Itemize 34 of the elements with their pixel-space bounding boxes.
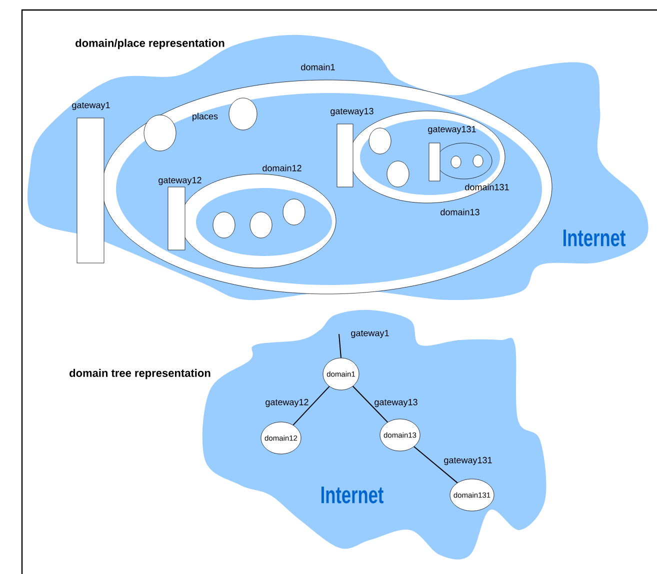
edge-label: gateway1 [351, 330, 389, 338]
connector-line [352, 386, 388, 423]
place-circle [144, 114, 176, 152]
section-heading: domain tree representation [70, 368, 210, 380]
place-circle [250, 212, 272, 238]
node-label: domain12 [262, 164, 302, 172]
edge-label: gateway13 [374, 398, 418, 408]
place-circle [212, 212, 236, 238]
place-circle [472, 154, 484, 168]
place-circle [368, 128, 392, 154]
gateway-box: gateway13 [330, 108, 374, 188]
network-label: Internet [563, 230, 626, 246]
place-circle [386, 160, 410, 188]
connector-line [292, 386, 330, 426]
connector-line [338, 334, 342, 358]
gateway-box: gateway12 [158, 176, 202, 250]
edge-label: gateway12 [266, 398, 308, 408]
node-label: gateway13 [330, 108, 374, 116]
network-label: Internet [321, 486, 384, 504]
section-heading: domain/place representation [76, 38, 224, 50]
node-label: domain131 [465, 184, 509, 190]
place-circle [228, 98, 258, 130]
node-label: gateway1 [72, 102, 110, 110]
gateway-box: gateway131 [428, 126, 476, 182]
node-label: gateway131 [428, 126, 476, 134]
edge-label: gateway131 [444, 456, 492, 466]
connector-line [414, 446, 458, 484]
gateway-box: gateway1 [72, 102, 110, 264]
text-label: places [192, 112, 218, 122]
place-circle [450, 156, 462, 168]
node-label: domain13 [440, 208, 480, 216]
node-label: gateway12 [158, 176, 202, 186]
node-label: domain1 [301, 64, 335, 70]
place-circle [282, 198, 306, 226]
